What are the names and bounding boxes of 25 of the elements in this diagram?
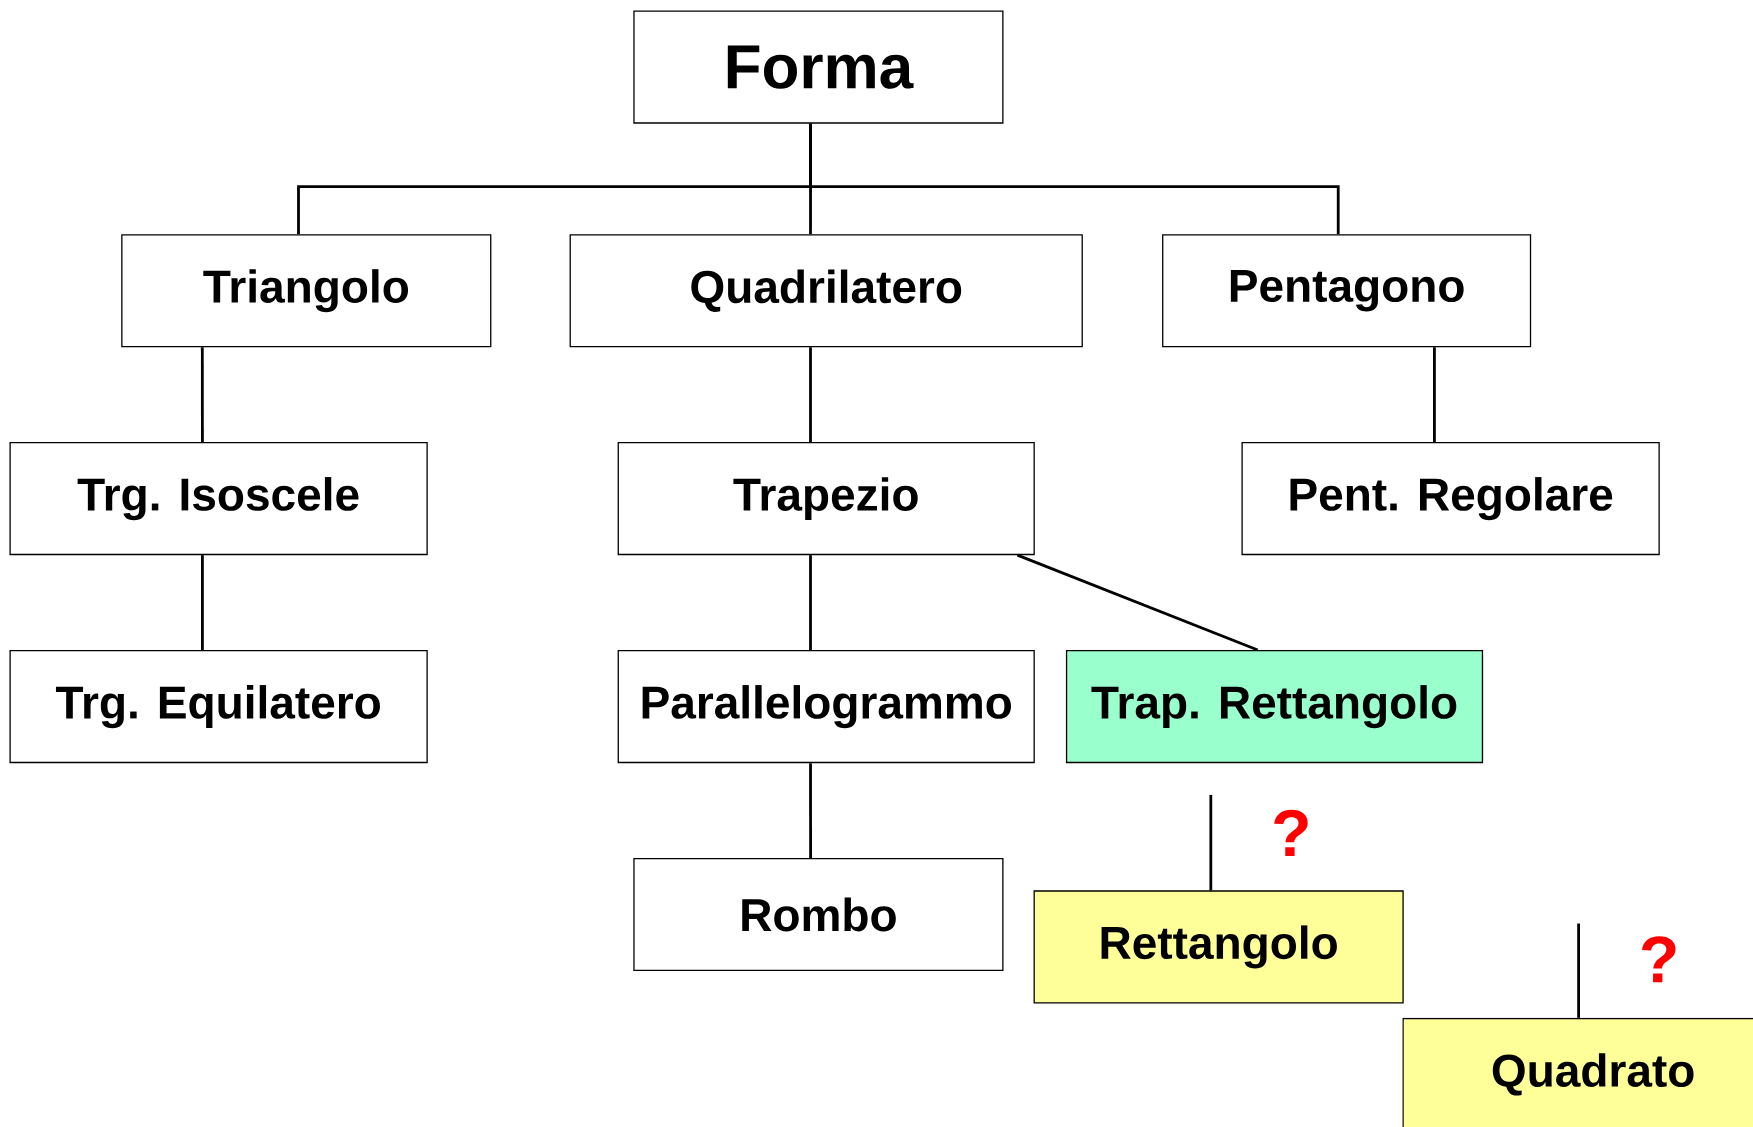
- connector-line: [1016, 553, 1259, 652]
- question-mark: ?: [1274, 809, 1308, 856]
- box: Trapezio: [617, 442, 1035, 556]
- connector-line: [200, 347, 204, 443]
- connector-line: [809, 123, 1340, 235]
- box: Quadrato: [1402, 1017, 1753, 1127]
- box: Trg. Equilatero: [9, 650, 428, 764]
- connector-line: [1209, 794, 1213, 891]
- question-mark: ?: [1642, 936, 1676, 983]
- connector-line: [809, 555, 812, 651]
- box: Trap. Rettangolo: [1065, 650, 1484, 764]
- box: Trg. Isoscele: [9, 442, 428, 556]
- box: Triangolo: [121, 234, 492, 348]
- connector-line: [809, 347, 812, 443]
- box: Parallelogrammo: [617, 650, 1035, 764]
- box: Rombo: [633, 857, 1004, 972]
- box: Forma: [633, 10, 1004, 124]
- connector-line: [809, 763, 812, 858]
- connector-line: [1577, 923, 1580, 1018]
- connector-line: [1433, 347, 1436, 443]
- box: Quadrilatero: [569, 234, 1083, 348]
- box: Rettangolo: [1033, 890, 1404, 1004]
- box: Pent. Regolare: [1241, 442, 1660, 556]
- connector-line: [201, 555, 204, 651]
- box: Pentagono: [1162, 234, 1532, 348]
